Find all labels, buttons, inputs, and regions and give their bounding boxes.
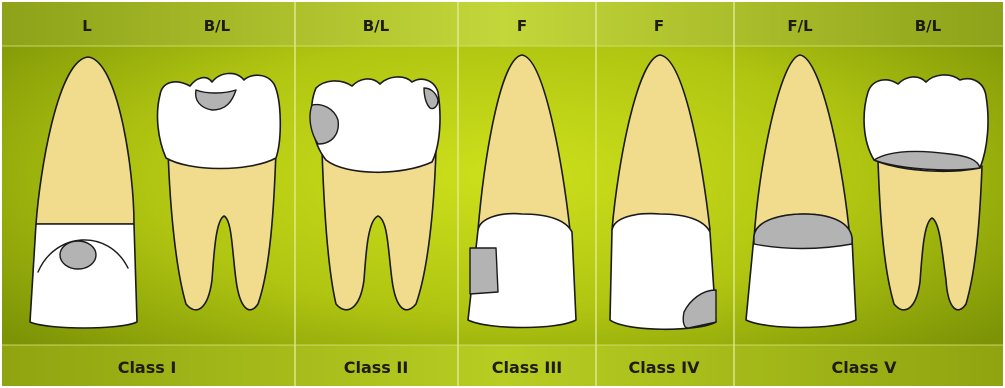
header-label-l: L xyxy=(82,17,92,35)
class-label-iv: Class IV xyxy=(629,358,701,377)
class-label-v: Class V xyxy=(831,358,897,377)
header-label-f-2: F xyxy=(654,17,664,35)
header-label-bl-2: B/L xyxy=(363,17,390,35)
lesion-proximal xyxy=(470,248,498,294)
header-label-bl-3: B/L xyxy=(915,17,942,35)
class-label-i: Class I xyxy=(118,358,177,377)
class-label-ii: Class II xyxy=(344,358,409,377)
lesion-pit xyxy=(60,241,96,269)
header-bar xyxy=(2,2,1003,46)
header-label-fl: F/L xyxy=(787,17,813,35)
header-label-f-1: F xyxy=(517,17,527,35)
class-label-iii: Class III xyxy=(492,358,563,377)
header-label-bl-1: B/L xyxy=(204,17,231,35)
